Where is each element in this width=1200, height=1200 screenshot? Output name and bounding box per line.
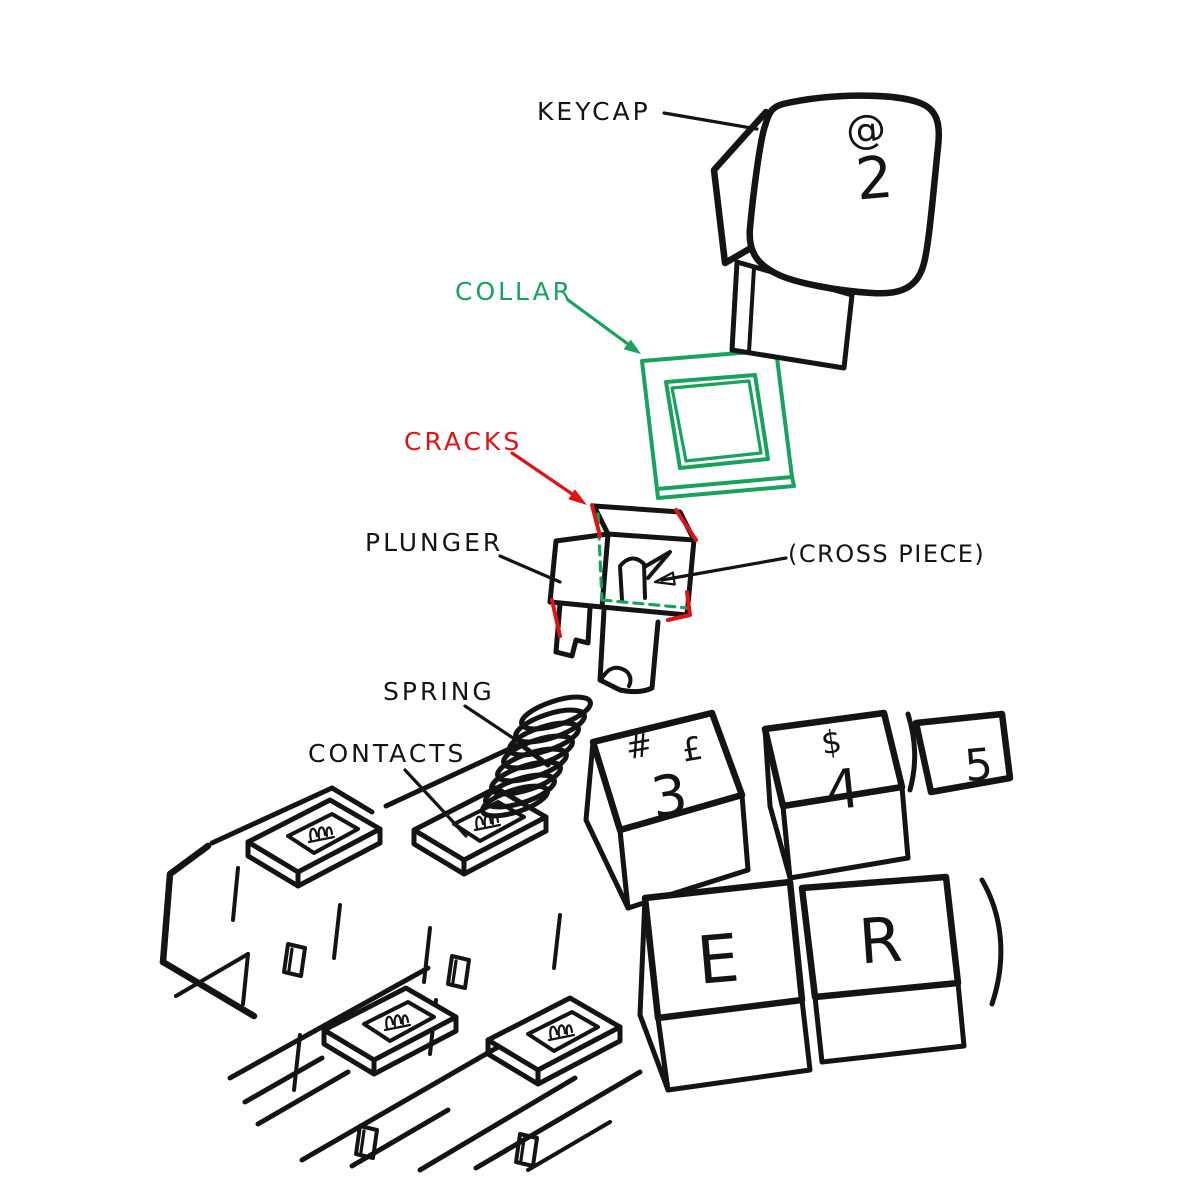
cross-piece-label: (CROSS PIECE): [788, 540, 985, 568]
keycap-left-flank: [710, 108, 770, 267]
spring-leader-line: [463, 704, 518, 742]
plate-line: [241, 952, 250, 1006]
plate-line: [174, 952, 250, 998]
collar-thickness: [655, 475, 796, 500]
plate-line: [552, 913, 562, 970]
key-R: R: [798, 873, 1004, 1065]
plate-line: [292, 1033, 302, 1092]
socket-with-contacts: [248, 800, 380, 886]
contacts-label: CONTACTS: [308, 739, 466, 768]
keycap-top-face: [746, 92, 942, 297]
key5-main-legend: 5: [963, 739, 995, 792]
spring-label: SPRING: [383, 677, 495, 706]
plate-line: [332, 903, 342, 960]
keycap-label: KEYCAP: [537, 97, 651, 126]
crack-mark: [550, 598, 562, 638]
spring-drawing: [479, 694, 593, 819]
cross-piece-arrowhead: [653, 571, 676, 586]
plunger-leader-line: [498, 554, 562, 584]
key5-gap-curve: [905, 711, 918, 793]
plunger-label: PLUNGER: [365, 528, 503, 557]
plate-notch: [514, 1132, 539, 1168]
socket-with-contacts: [488, 998, 620, 1084]
crack-hidden-line-horizontal: [600, 598, 690, 610]
key5-top-face: [912, 710, 1014, 796]
plate-line: [473, 1069, 643, 1171]
key3-shift-legend: #: [623, 725, 656, 767]
plunger-right-leg: [597, 607, 661, 695]
plate-line: [422, 926, 432, 984]
key3-top-face: [589, 709, 746, 834]
contacts-leader-line: [403, 768, 468, 838]
plunger-front-face: [599, 531, 697, 618]
plunger-left-leg: [553, 601, 593, 659]
keycap-stem-edge: [747, 266, 756, 354]
key-5-partial: 5: [905, 710, 1014, 796]
keyR-main-legend: R: [856, 903, 904, 979]
base-plate: [159, 741, 643, 1173]
keycap-shift-legend: @: [844, 105, 888, 154]
collar-leader-line: [566, 298, 638, 352]
notch-outline: [282, 942, 307, 978]
plate-line: [231, 866, 240, 922]
plate-line: [329, 785, 375, 815]
next-key-edge-curve: [979, 877, 1004, 1007]
spring-coil: [479, 783, 551, 819]
plate-line: [209, 785, 335, 846]
plate-notch: [446, 954, 471, 990]
crack-hidden-line-vertical: [596, 512, 604, 602]
key-4: $ 4: [761, 709, 911, 881]
keycap-main-legend: 2: [853, 143, 896, 214]
plate-notch: [282, 942, 307, 978]
plunger-drawing: [547, 503, 698, 695]
plunger-left-flange: [547, 531, 611, 610]
cross-piece-leader-line: [660, 556, 788, 582]
key-E: E: [637, 878, 813, 1093]
keyE-main-legend: E: [694, 919, 742, 999]
collar-outer-ring: [640, 348, 794, 491]
notch-slot: [359, 1129, 366, 1154]
cracks-label: CRACKS: [404, 427, 522, 456]
keycap-drawing: @ 2: [710, 92, 942, 371]
cross-piece-arm: [644, 550, 672, 580]
crack-mark: [590, 503, 602, 538]
notch-outline: [514, 1132, 539, 1168]
crack-mark: [666, 590, 692, 622]
plate-line: [242, 1055, 325, 1105]
key4-main-legend: 4: [823, 756, 864, 822]
notch-outline: [446, 954, 471, 990]
keyE-top-face: [641, 878, 806, 1022]
plunger-foot-dome: [600, 665, 633, 688]
key-3: # £ 3: [583, 709, 751, 911]
notch-slot: [451, 959, 458, 984]
notch-slot: [519, 1137, 526, 1162]
keycap-leader-line: [662, 111, 759, 131]
cracks-leader-line: [510, 451, 583, 502]
plate-line: [227, 965, 431, 1081]
collar-arrowhead: [623, 339, 641, 354]
plate-notch: [354, 1124, 379, 1160]
collar-inner-ring: [664, 373, 770, 470]
leader-lines: [403, 111, 788, 838]
keyR-top-face: [798, 873, 962, 1001]
notch-slot: [287, 947, 294, 972]
collar-drawing: [640, 348, 796, 500]
collar-label: COLLAR: [455, 277, 573, 306]
plate-line: [417, 1075, 578, 1173]
plate-line: [383, 741, 523, 809]
plate-line: [159, 958, 258, 1020]
cross-piece: [618, 556, 647, 602]
key4-top-face: [761, 709, 906, 810]
text-labels: KEYCAP COLLAR CRACKS PLUNGER (CROSS PIEC…: [308, 97, 985, 768]
cracks-arrowhead: [568, 489, 587, 505]
crack-mark: [674, 508, 698, 542]
collar-inner-ring-2: [670, 379, 763, 463]
plate-line: [255, 1069, 351, 1127]
plate-line: [526, 1120, 612, 1172]
notch-outline: [354, 1124, 379, 1160]
plate-line: [159, 842, 212, 966]
